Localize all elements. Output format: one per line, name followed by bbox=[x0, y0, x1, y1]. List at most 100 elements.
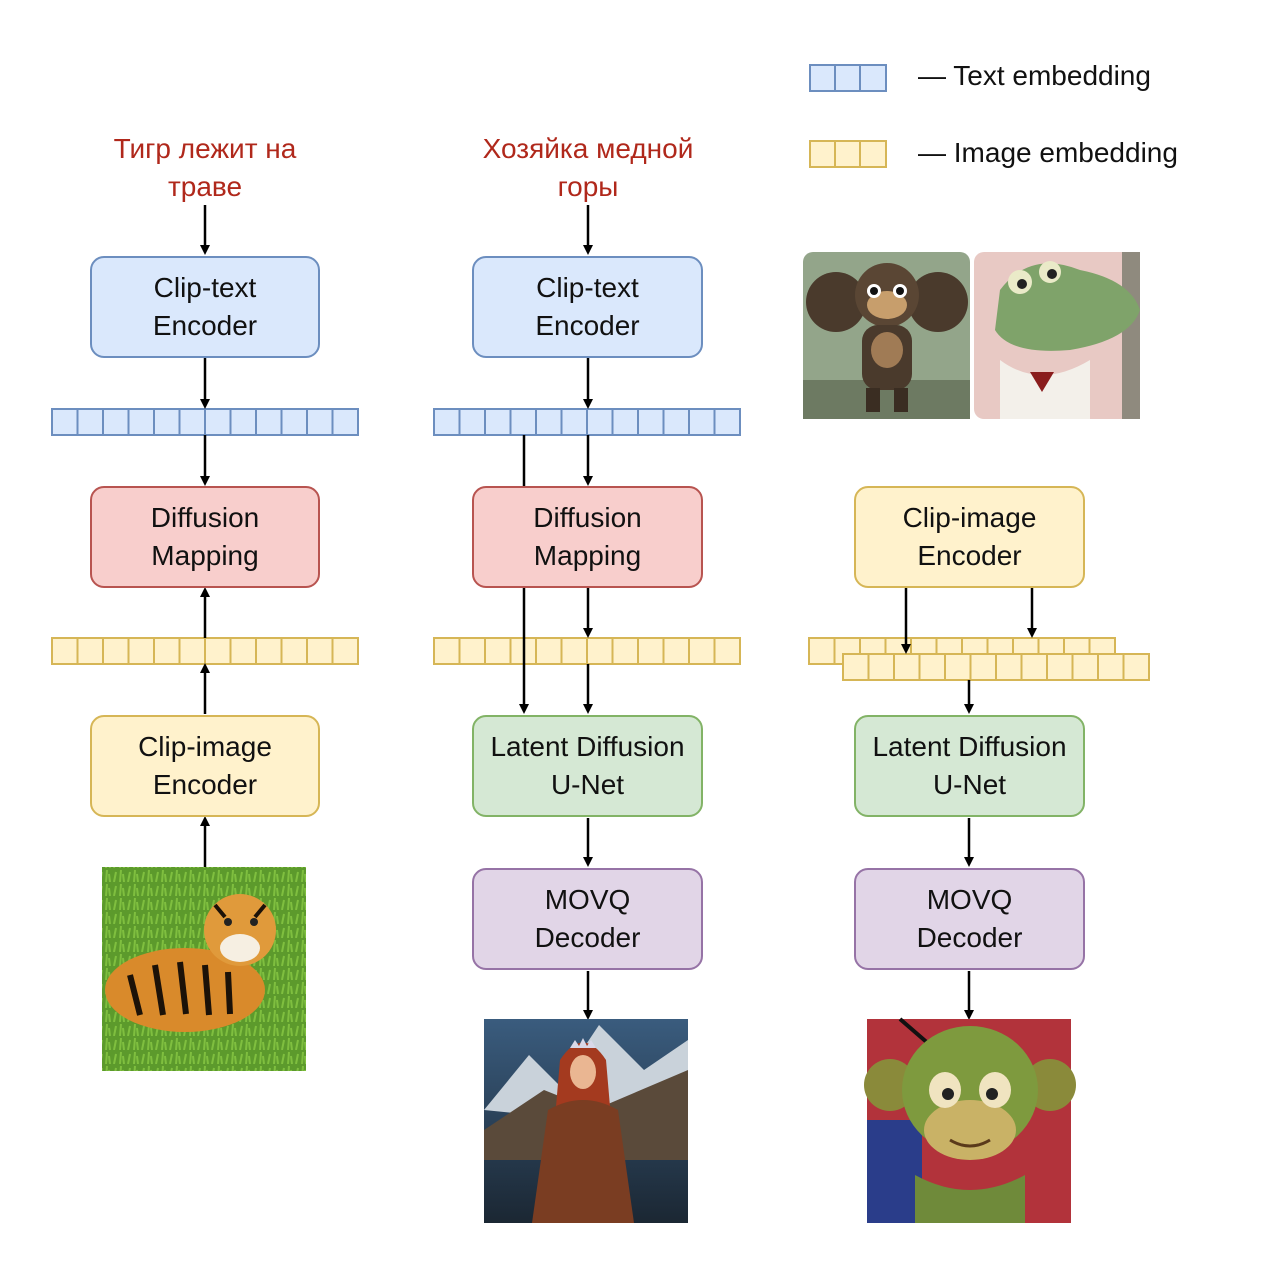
embedding-cell bbox=[995, 653, 1023, 681]
cheburashka-photo bbox=[803, 252, 970, 419]
embedding-cell bbox=[255, 408, 283, 436]
legend-image-embedding-label: — Image embedding bbox=[918, 137, 1178, 168]
node-label: Encoder bbox=[917, 540, 1022, 571]
embedding-cell bbox=[688, 637, 716, 665]
image-embedding-strip-1 bbox=[51, 637, 359, 665]
embedding-cell bbox=[153, 637, 181, 665]
embedding-cell bbox=[611, 637, 639, 665]
legend-text-embedding-label: — Text embedding bbox=[918, 60, 1151, 91]
embedding-cell bbox=[204, 637, 232, 665]
node-label: Encoder bbox=[152, 310, 258, 341]
embedding-cell bbox=[611, 408, 639, 436]
legend-text-swatch bbox=[809, 64, 887, 92]
embedding-cell bbox=[944, 653, 972, 681]
embedding-cell bbox=[280, 637, 308, 665]
embedding-cell bbox=[713, 637, 741, 665]
node-label: Encoder bbox=[152, 769, 258, 800]
node-label: Decoder bbox=[916, 922, 1023, 953]
embedding-cell bbox=[306, 408, 334, 436]
embedding-cell bbox=[204, 408, 232, 436]
embedding-cell bbox=[1071, 653, 1099, 681]
embedding-cell bbox=[306, 637, 334, 665]
embedding-cell bbox=[102, 408, 130, 436]
image-embedding-strip-3b bbox=[842, 653, 1150, 681]
text-embedding-strip-2 bbox=[433, 408, 741, 436]
embedding-cell bbox=[637, 408, 665, 436]
embedding-cell bbox=[586, 408, 614, 436]
embedding-cell bbox=[433, 637, 461, 665]
node-label: Diffusion bbox=[533, 502, 642, 533]
node-label: Mapping bbox=[151, 540, 259, 571]
embedding-cell bbox=[586, 637, 614, 665]
node-label: Clip-image bbox=[138, 731, 272, 762]
embedding-cell bbox=[637, 637, 665, 665]
embedding-cell bbox=[893, 653, 921, 681]
node-label: Diffusion bbox=[150, 502, 260, 533]
node-label: U-Net bbox=[550, 769, 625, 800]
image-embedding-strip-2 bbox=[433, 637, 741, 665]
embedding-cell bbox=[867, 653, 895, 681]
embedding-cell bbox=[662, 637, 690, 665]
prompt-line: Тигр лежит на bbox=[113, 133, 297, 164]
tiger-photo bbox=[102, 867, 306, 1071]
prompt-line: траве bbox=[167, 171, 243, 202]
embedding-cell bbox=[1046, 653, 1074, 681]
node-label: Clip-text bbox=[153, 272, 257, 303]
prompt-line: Хозяйка медной bbox=[482, 133, 694, 164]
node-label: MOVQ bbox=[544, 884, 631, 915]
embedding-cell bbox=[458, 637, 486, 665]
node-label: Encoder bbox=[535, 310, 640, 341]
node-label: Clip-text bbox=[536, 272, 639, 303]
embedding-cell bbox=[662, 408, 690, 436]
prompt-column-1: Тигр лежит на траве bbox=[55, 130, 355, 206]
embedding-cell bbox=[76, 408, 104, 436]
embedding-cell bbox=[560, 637, 588, 665]
embedding-cell bbox=[713, 408, 741, 436]
embedding-cell bbox=[51, 637, 79, 665]
embedding-cell bbox=[331, 637, 359, 665]
embedding-cell bbox=[229, 408, 257, 436]
embedding-cell bbox=[153, 408, 181, 436]
embedding-cell bbox=[127, 637, 155, 665]
gena-crocodile-photo bbox=[974, 252, 1140, 419]
embedding-cell bbox=[255, 637, 283, 665]
node-label: Clip-image bbox=[902, 502, 1037, 533]
movq-decoder-node: MOVQ Decoder bbox=[472, 868, 703, 970]
node-label: Decoder bbox=[534, 922, 641, 953]
node-label: U-Net bbox=[932, 769, 1007, 800]
embedding-cell bbox=[484, 408, 512, 436]
node-label: MOVQ bbox=[926, 884, 1013, 915]
embedding-cell bbox=[842, 653, 870, 681]
node-label: Latent Diffusion bbox=[490, 731, 685, 762]
embedding-cell bbox=[1097, 653, 1125, 681]
blended-character-render bbox=[864, 1017, 1076, 1223]
embedding-cell bbox=[688, 408, 716, 436]
node-label: Mapping bbox=[533, 540, 642, 571]
embedding-cell bbox=[458, 408, 486, 436]
embedding-cell bbox=[127, 408, 155, 436]
embedding-cell bbox=[969, 653, 997, 681]
embedding-cell bbox=[808, 637, 836, 665]
embedding-cell bbox=[51, 408, 79, 436]
embedding-cell bbox=[509, 408, 537, 436]
embedding-cell bbox=[433, 408, 461, 436]
embedding-cell bbox=[560, 408, 588, 436]
embedding-cell bbox=[76, 637, 104, 665]
mountain-queen-render bbox=[484, 1019, 688, 1223]
node-label: Latent Diffusion bbox=[872, 731, 1067, 762]
embedding-cell bbox=[178, 408, 206, 436]
embedding-cell bbox=[1020, 653, 1048, 681]
legend-image-swatch bbox=[809, 140, 887, 168]
prompt-column-2: Хозяйка медной горы bbox=[430, 130, 746, 206]
embedding-cell bbox=[1122, 653, 1150, 681]
embedding-cell bbox=[535, 637, 563, 665]
column-3-arrows bbox=[901, 588, 1037, 1020]
